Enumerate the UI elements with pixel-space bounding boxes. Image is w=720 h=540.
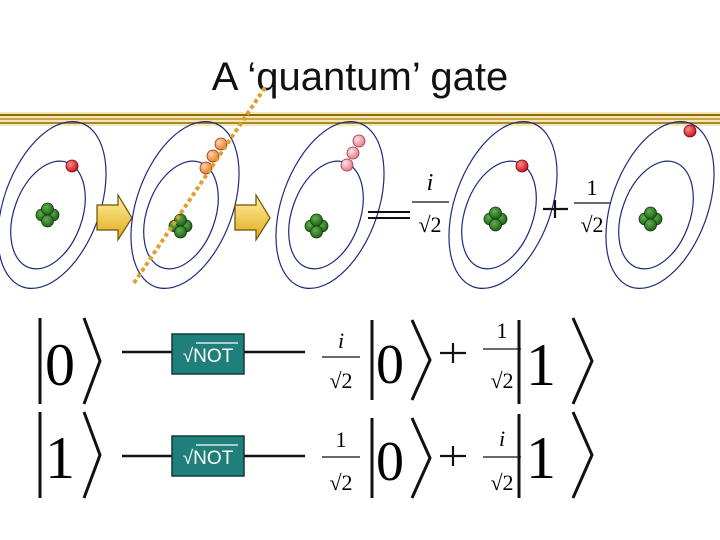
outer-orbit bbox=[605, 121, 715, 289]
circuit-row-2: 1 √NOT 1 √2 0 i √2 1 bbox=[38, 411, 594, 499]
ket-angle bbox=[82, 317, 102, 405]
amp-denominator: √2 bbox=[580, 212, 603, 237]
amp-numerator: i bbox=[427, 170, 434, 196]
electron-icon bbox=[65, 159, 79, 173]
term2-ket: 1 bbox=[526, 425, 556, 491]
term2-ket: 1 bbox=[526, 332, 556, 398]
nucleus-icon bbox=[35, 202, 60, 228]
arrow-right-icon bbox=[96, 192, 133, 243]
nucleus-icon bbox=[483, 206, 508, 232]
atom-amp-one: 1 √2 bbox=[574, 175, 611, 237]
term1-ket: 0 bbox=[376, 334, 404, 396]
gate-label: √NOT bbox=[183, 346, 234, 367]
atom-2 bbox=[130, 121, 240, 289]
inner-orbit bbox=[618, 160, 694, 270]
outer-orbit bbox=[448, 121, 558, 289]
sqrt-not-gate bbox=[171, 435, 245, 477]
outer-orbit bbox=[275, 121, 385, 289]
term1-ket: 0 bbox=[376, 431, 404, 493]
slide-title: A ‘quantum’ gate bbox=[211, 55, 509, 99]
arrow-right-icon bbox=[234, 192, 271, 243]
laser-beam bbox=[132, 84, 268, 285]
inner-orbit bbox=[288, 160, 364, 270]
amp-numerator: 1 bbox=[587, 175, 598, 200]
input-ket-value: 1 bbox=[45, 425, 75, 491]
electron-icon bbox=[683, 124, 697, 138]
equals-sign bbox=[368, 211, 410, 219]
circuit-row-1: 0 √NOT i √2 0 1 √2 1 bbox=[38, 317, 594, 405]
term2-denominator: √2 bbox=[490, 368, 513, 393]
ket-angle bbox=[410, 319, 432, 401]
atom-1 bbox=[0, 121, 107, 289]
term1-denominator: √2 bbox=[329, 470, 352, 495]
atom-amp-i: i √2 bbox=[412, 170, 449, 237]
ket-angle bbox=[571, 317, 594, 405]
electron-icon bbox=[352, 134, 366, 148]
nucleus-icon bbox=[638, 206, 663, 232]
nucleus-icon bbox=[304, 213, 329, 239]
ket-angle bbox=[571, 411, 594, 499]
atom-3 bbox=[275, 121, 385, 289]
electron-icon bbox=[515, 159, 529, 173]
ket-angle bbox=[82, 411, 102, 499]
input-ket-value: 0 bbox=[45, 332, 75, 398]
gate-label: √NOT bbox=[183, 448, 234, 469]
nucleus-icon bbox=[168, 213, 193, 239]
term1-denominator: √2 bbox=[329, 368, 352, 393]
electron-icon bbox=[346, 146, 360, 160]
title-underline-band bbox=[0, 112, 720, 126]
title-band-graphic bbox=[0, 112, 720, 126]
ket-angle bbox=[410, 417, 432, 499]
term1-numerator: 1 bbox=[336, 427, 347, 452]
term2-numerator: 1 bbox=[497, 318, 508, 343]
atom-4 bbox=[448, 121, 558, 289]
term1-numerator: i bbox=[338, 328, 344, 353]
term2-numerator: i bbox=[499, 426, 505, 451]
atom-5 bbox=[605, 121, 715, 289]
electron-icon bbox=[340, 158, 354, 172]
outer-orbit bbox=[130, 121, 240, 289]
inner-orbit bbox=[143, 160, 219, 270]
amp-denominator: √2 bbox=[418, 212, 441, 237]
sqrt-not-gate bbox=[171, 333, 245, 375]
term2-denominator: √2 bbox=[490, 470, 513, 495]
plus-sign bbox=[543, 200, 568, 218]
